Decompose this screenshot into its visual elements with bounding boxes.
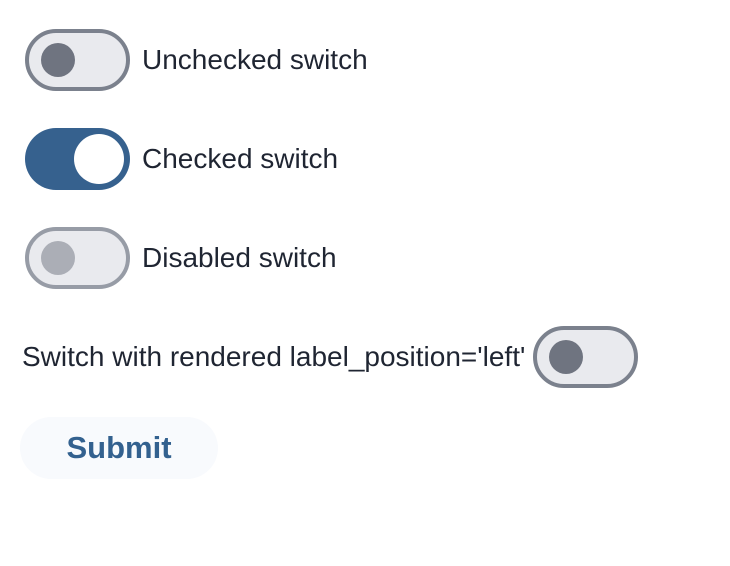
checked-switch[interactable] (25, 128, 130, 190)
checked-switch-label: Checked switch (142, 143, 339, 174)
switch-row-unchecked: Unchecked switch (20, 29, 730, 91)
disabled-switch-label: Disabled switch (142, 242, 337, 273)
left-label-switch[interactable] (533, 326, 639, 388)
submit-button[interactable]: Submit (20, 417, 218, 479)
disabled-switch (25, 227, 130, 289)
switch-thumb (74, 134, 124, 184)
switch-row-label-left: Switch with rendered label_position='lef… (20, 326, 730, 388)
left-label-switch-label: Switch with rendered label_position='lef… (22, 341, 526, 372)
switch-form: Unchecked switch Checked switch Disabled… (20, 29, 730, 479)
switch-row-checked: Checked switch (20, 128, 730, 190)
switch-thumb (549, 340, 584, 374)
switch-thumb (41, 43, 75, 77)
unchecked-switch[interactable] (25, 29, 130, 91)
unchecked-switch-label: Unchecked switch (142, 44, 368, 75)
switch-row-disabled: Disabled switch (20, 227, 730, 289)
switch-thumb (41, 241, 75, 275)
